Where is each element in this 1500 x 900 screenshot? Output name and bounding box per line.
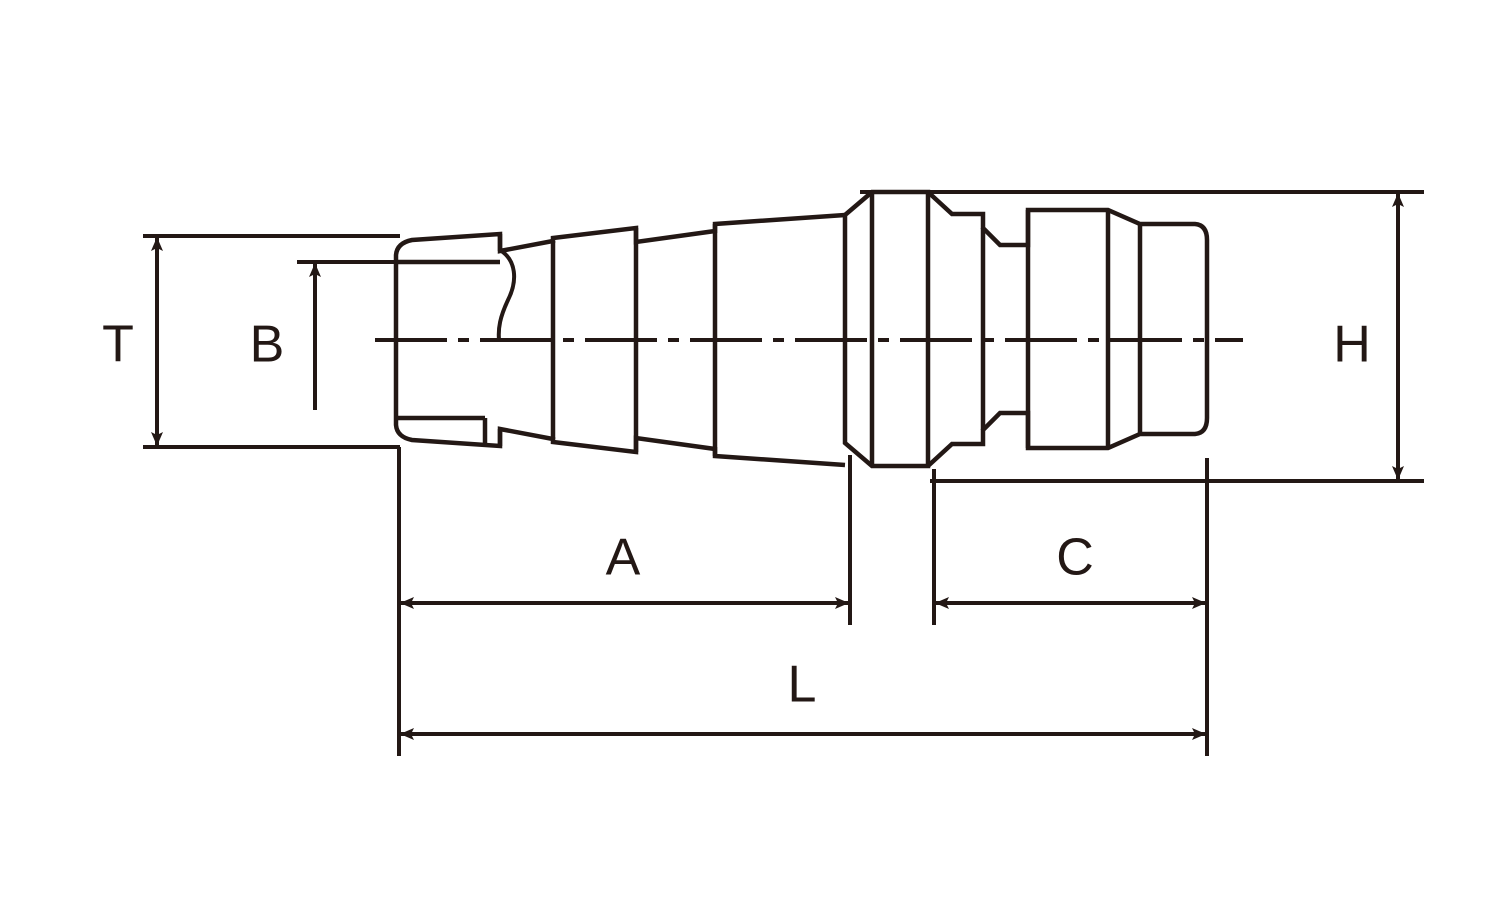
part-outline <box>393 189 1210 469</box>
hose-barb-bottom-profile <box>393 418 846 468</box>
dimension-label-L: L <box>788 656 817 714</box>
dimension-H: H <box>860 190 1424 483</box>
coupler-hex-flange <box>842 189 931 469</box>
coupler-sleeve-step-verticals <box>980 210 1143 448</box>
dimension-C: C <box>932 458 1209 625</box>
dimension-label-C: C <box>1056 529 1094 587</box>
dimension-label-T: T <box>102 316 134 374</box>
dimension-label-A: A <box>606 529 641 587</box>
coupler-sleeve-bottom-profile <box>926 340 1210 468</box>
dimension-B: B <box>250 260 400 410</box>
hose-barb-top-profile <box>393 212 846 262</box>
dimension-L: L <box>397 615 1209 756</box>
coupler-sleeve-top-profile <box>926 190 1210 340</box>
dimension-label-H: H <box>1333 316 1371 374</box>
dimension-T: T <box>102 234 400 449</box>
hose-barb-bore-lines <box>396 259 500 446</box>
section-break-line <box>496 248 517 341</box>
dimension-A: A <box>397 447 852 625</box>
dimension-label-B: B <box>250 316 285 374</box>
